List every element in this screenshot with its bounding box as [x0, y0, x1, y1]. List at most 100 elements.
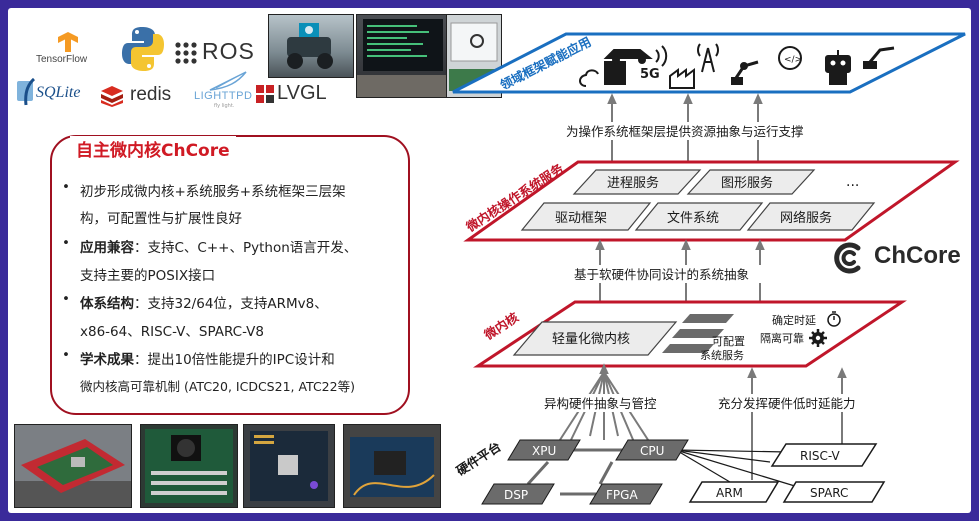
k-light-tile: [512, 321, 678, 356]
svc-more-label: ...: [846, 174, 859, 190]
right-hw-label: 充分发挥硬件低时延能力: [718, 396, 856, 411]
svc-driver-tile: [520, 202, 652, 231]
bullet-4-line-1: 学术成果：提出10倍性能提升的IPC设计和: [80, 348, 335, 368]
svg-text:</>: </>: [784, 55, 802, 65]
svc-process-label: 进程服务: [607, 175, 659, 191]
robot-car-image: [287, 23, 333, 69]
app-5g-label: 5G: [640, 67, 660, 82]
tensorflow-logo: TensorFlow: [36, 30, 106, 68]
arrow2-label: 基于软硬件协同设计的系统抽象: [574, 267, 749, 282]
k-light-label: 轻量化微内核: [552, 331, 630, 347]
bullet-4-bold: 学术成果: [80, 352, 134, 368]
arrow1-label: 为操作系统框架层提供资源抽象与运行支撑: [566, 124, 804, 139]
arrow1-label-bg: [564, 122, 828, 140]
svc-net-tile: [746, 202, 876, 231]
hw-fpga-chip: [589, 483, 663, 505]
bullet-4-line-2: 微内核高可靠机制 (ATC20, ICDCS21, ATC22等): [80, 379, 355, 394]
stopwatch-icon: [827, 311, 841, 327]
k-config-chips: [662, 314, 734, 353]
hw-fpga-label: FPGA: [606, 488, 638, 502]
lvgl-label: LVGL: [277, 82, 327, 104]
sqlite-label: SQLite: [36, 84, 81, 101]
sqlite-feather-icon: [17, 78, 36, 106]
lighttpd-sublabel: fly light.: [214, 103, 235, 109]
service-tiles: [520, 169, 876, 231]
lighttpd-logo: LIGHTTPD fly light.: [194, 70, 254, 112]
robot-icon: [825, 50, 851, 85]
python-logo: [120, 24, 166, 74]
left-hw-label-bg: [542, 394, 676, 412]
bullet-3-line-1: 体系结构：支持32/64位，支持ARMv8、: [80, 292, 328, 312]
python-icon: [122, 27, 164, 71]
hw-dsp-label: DSP: [504, 488, 528, 502]
hw-chips-dark: [481, 439, 689, 505]
redis-logo: redis: [100, 84, 182, 112]
chcore-feature-box: [50, 135, 410, 415]
left-hw-label: 异构硬件抽象与管控: [544, 396, 657, 411]
k-config-label-2: 系统服务: [700, 349, 744, 362]
hw-sparc-label: SPARC: [810, 486, 848, 500]
antenna-icon: [697, 43, 719, 73]
robot-arm-icon-1: [731, 60, 759, 85]
svc-graphics-label: 图形服务: [721, 175, 773, 191]
hw-chips-light: [688, 443, 886, 503]
svc-net-label: 网络服务: [780, 210, 832, 226]
bullet-dot-1: •: [62, 179, 70, 195]
bullet-3-line-2: x86-64、RISC-V、SPARC-V8: [80, 324, 265, 340]
code-gear-icon: </>: [778, 46, 802, 70]
factory-icon: [669, 68, 695, 89]
photo-robot-car: [268, 14, 354, 78]
k-isolation-label: 隔离可靠: [760, 331, 804, 345]
svc-process-tile: [572, 169, 702, 195]
lvgl-logo: LVGL: [256, 82, 336, 108]
svc-fs-tile: [634, 202, 764, 231]
cloud-server-icon: [579, 61, 626, 87]
hw-links: [526, 448, 632, 496]
hw-cpu-links: [675, 449, 809, 491]
k-timing-label: 确定时延: [772, 313, 816, 327]
ros-label: ROS: [202, 38, 255, 64]
lighttpd-feather-icon: [209, 71, 247, 91]
ros-logo: ROS: [174, 38, 254, 66]
bullet-3-bold: 体系结构: [80, 296, 134, 312]
dev-board-image: [250, 431, 328, 501]
hw-arm-label: ARM: [716, 486, 743, 500]
chcore-brand: ChCore: [832, 238, 970, 278]
bullet-1-line-1: 初步形成微内核+系统服务+系统框架三层架: [80, 184, 346, 200]
bullet-dot-4: •: [62, 347, 70, 363]
redis-cube-icon: [101, 86, 123, 107]
photo-fpga-board: [343, 424, 441, 508]
hw-cpu-label: CPU: [640, 444, 664, 458]
hw-sparc-chip: [782, 481, 886, 503]
raspberry-pi-image: [15, 439, 131, 507]
chcore-brand-icon: [834, 242, 861, 274]
gear-icon: [809, 329, 827, 347]
bullet-2-line-2: 支持主要的POSIX接口: [80, 268, 216, 284]
hw-cpu-chip: [615, 439, 689, 461]
hw-riscv-chip: [770, 443, 878, 467]
hw-xpu-label: XPU: [532, 444, 556, 458]
hw-xpu-chip: [507, 439, 581, 461]
right-hw-label-bg: [716, 394, 872, 412]
k-config-label-1: 可配置: [712, 335, 745, 348]
fpga-board-image: [350, 437, 435, 497]
bullet-2-rest: ：支持C、C++、Python语言开发、: [134, 240, 358, 256]
robot-arm-icon-2: [863, 46, 895, 69]
bullet-2-bold: 应用兼容: [80, 240, 134, 256]
sqlite-logo: SQLite: [16, 78, 86, 108]
svc-driver-label: 驱动框架: [555, 211, 607, 226]
ros-dots-icon: [175, 42, 197, 64]
chcore-brand-name: ChCore: [874, 242, 961, 269]
bullet-dot-2: •: [62, 235, 70, 251]
hw-riscv-label: RISC-V: [800, 449, 841, 463]
photo-raspberry-pi: [14, 424, 132, 508]
hw-arm-chip: [688, 481, 780, 503]
lighttpd-label: LIGHTTPD: [194, 90, 253, 102]
photo-server-board: [140, 424, 238, 508]
server-board-image: [145, 429, 233, 503]
layer-kernel-label: 微内核: [481, 309, 522, 343]
svc-graphics-tile: [686, 169, 816, 195]
bullet-dot-3: •: [62, 291, 70, 307]
photo-dev-board: [243, 424, 335, 508]
